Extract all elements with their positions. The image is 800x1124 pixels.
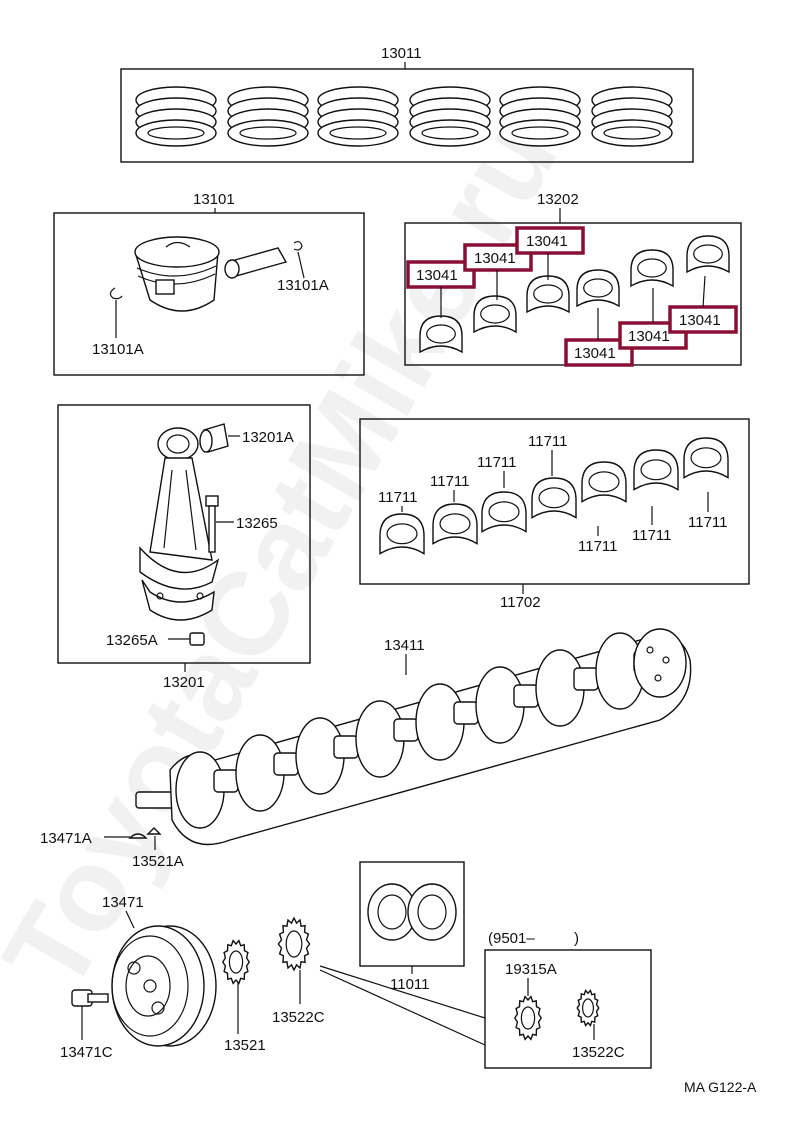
label-13041: 13041 (628, 328, 670, 345)
piston-ring (591, 86, 673, 147)
crankshaft-timing-gear: 13521 (221, 939, 266, 1054)
label-13041: 13041 (679, 312, 721, 329)
label-13201a: 13201A (242, 429, 294, 446)
crankshaft (135, 628, 692, 846)
crankshaft-pulley (111, 925, 217, 1047)
label-11011: 11011 (390, 976, 430, 993)
rod-nut (189, 632, 205, 646)
highlight-13041-6: 13041 (668, 305, 738, 334)
rod-bearing (419, 315, 463, 354)
rod-bearing (526, 275, 570, 314)
gasket (367, 883, 457, 941)
highlight-13041-3: 13041 (515, 226, 585, 255)
label-13521a: 13521A (132, 853, 184, 870)
crankshaft-sprocket: 13522C (272, 916, 325, 1026)
main-bearing-labels: 11711 11711 11711 11711 11711 11711 11711 (378, 433, 728, 555)
connecting-rod-group: 13201A 13265 13265A 13201 (57, 404, 311, 691)
main-bearing (531, 477, 577, 519)
piston (134, 236, 220, 312)
rod-bearing (576, 269, 620, 308)
piston-pin (224, 247, 288, 279)
label-11711: 11711 (430, 473, 470, 490)
piston-ring (409, 86, 491, 147)
label-11711: 11711 (688, 514, 728, 531)
alternate-parts-group: (9501– ) 19315A 13522C (319, 930, 652, 1069)
rod-bearing (630, 249, 674, 288)
main-bearing (481, 491, 527, 533)
rod-bearing (686, 235, 730, 274)
label-13011: 13011 (381, 45, 422, 62)
piston-ring-set-group: 13011 (120, 45, 694, 163)
label-13411: 13411 (384, 637, 425, 654)
label-13265a: 13265A (106, 632, 158, 649)
highlight-13041-5: 13041 (618, 321, 688, 350)
rod-bearing (473, 295, 517, 334)
label-19315a: 19315A (505, 961, 557, 978)
label-11711: 11711 (632, 527, 672, 544)
label-13265: 13265 (236, 515, 278, 532)
label-11711: 11711 (378, 489, 418, 506)
label-13101: 13101 (193, 191, 235, 208)
connecting-rod-bearings (419, 235, 730, 354)
key-13521a: 13521A (132, 827, 184, 870)
label-13471: 13471 (102, 894, 144, 911)
piston-rings (135, 86, 673, 147)
highlight-13041-2: 13041 (463, 243, 533, 272)
connecting-rod (139, 427, 220, 621)
label-13041: 13041 (474, 250, 516, 267)
bearing-leader-lines (440, 253, 706, 340)
pulley-group: 13471 13471C (60, 894, 217, 1061)
label-11711: 11711 (528, 433, 568, 450)
label-13471c: 13471C (60, 1044, 113, 1061)
label-13041: 13041 (416, 267, 458, 284)
label-13201: 13201 (163, 674, 205, 691)
label-9501: (9501– (488, 930, 535, 947)
main-bearing (633, 449, 679, 491)
small-end-bushing (199, 423, 229, 453)
diagram-code: MA G122-A (684, 1079, 757, 1095)
key-13471a: 13471A (40, 830, 148, 847)
label-13522c-box: 13522C (572, 1044, 625, 1061)
label-11702: 11702 (500, 594, 541, 611)
rod-bolt (205, 495, 219, 553)
label-13202: 13202 (537, 191, 579, 208)
label-13522c: 13522C (272, 1009, 325, 1026)
gasket-group: 11011 (359, 861, 465, 993)
connecting-rod-bearing-group: 13202 13041 13041 13041 13041 13041 1304… (404, 191, 742, 367)
snap-ring-right (293, 240, 303, 251)
piston-ring (135, 86, 217, 147)
label-11711: 11711 (578, 538, 618, 555)
label-11711: 11711 (477, 454, 517, 471)
label-13521: 13521 (224, 1037, 266, 1054)
label-13101a-right: 13101A (277, 277, 329, 294)
piston-ring (317, 86, 399, 147)
piston-group: 13101 13101A 13101A (53, 191, 365, 376)
piston-ring (227, 86, 309, 147)
main-bearing-group: 11711 11711 11711 11711 11711 11711 11711 1170… (359, 418, 750, 611)
snap-ring-left (109, 287, 123, 300)
label-9501-close: ) (574, 930, 579, 947)
crankshaft-group: 13411 (135, 628, 692, 846)
label-13041: 13041 (574, 345, 616, 362)
main-bearing (683, 437, 729, 479)
main-bearing (379, 513, 425, 555)
label-13471a: 13471A (40, 830, 92, 847)
main-bearing (581, 461, 627, 503)
main-bearings (379, 437, 729, 555)
watermark: ToyotaCatMike.ru (0, 97, 583, 1013)
piston-ring (499, 86, 581, 147)
highlight-13041-1: 13041 (406, 260, 476, 289)
main-bearing (432, 503, 478, 545)
label-13041: 13041 (526, 233, 568, 250)
label-13101a-left: 13101A (92, 341, 144, 358)
